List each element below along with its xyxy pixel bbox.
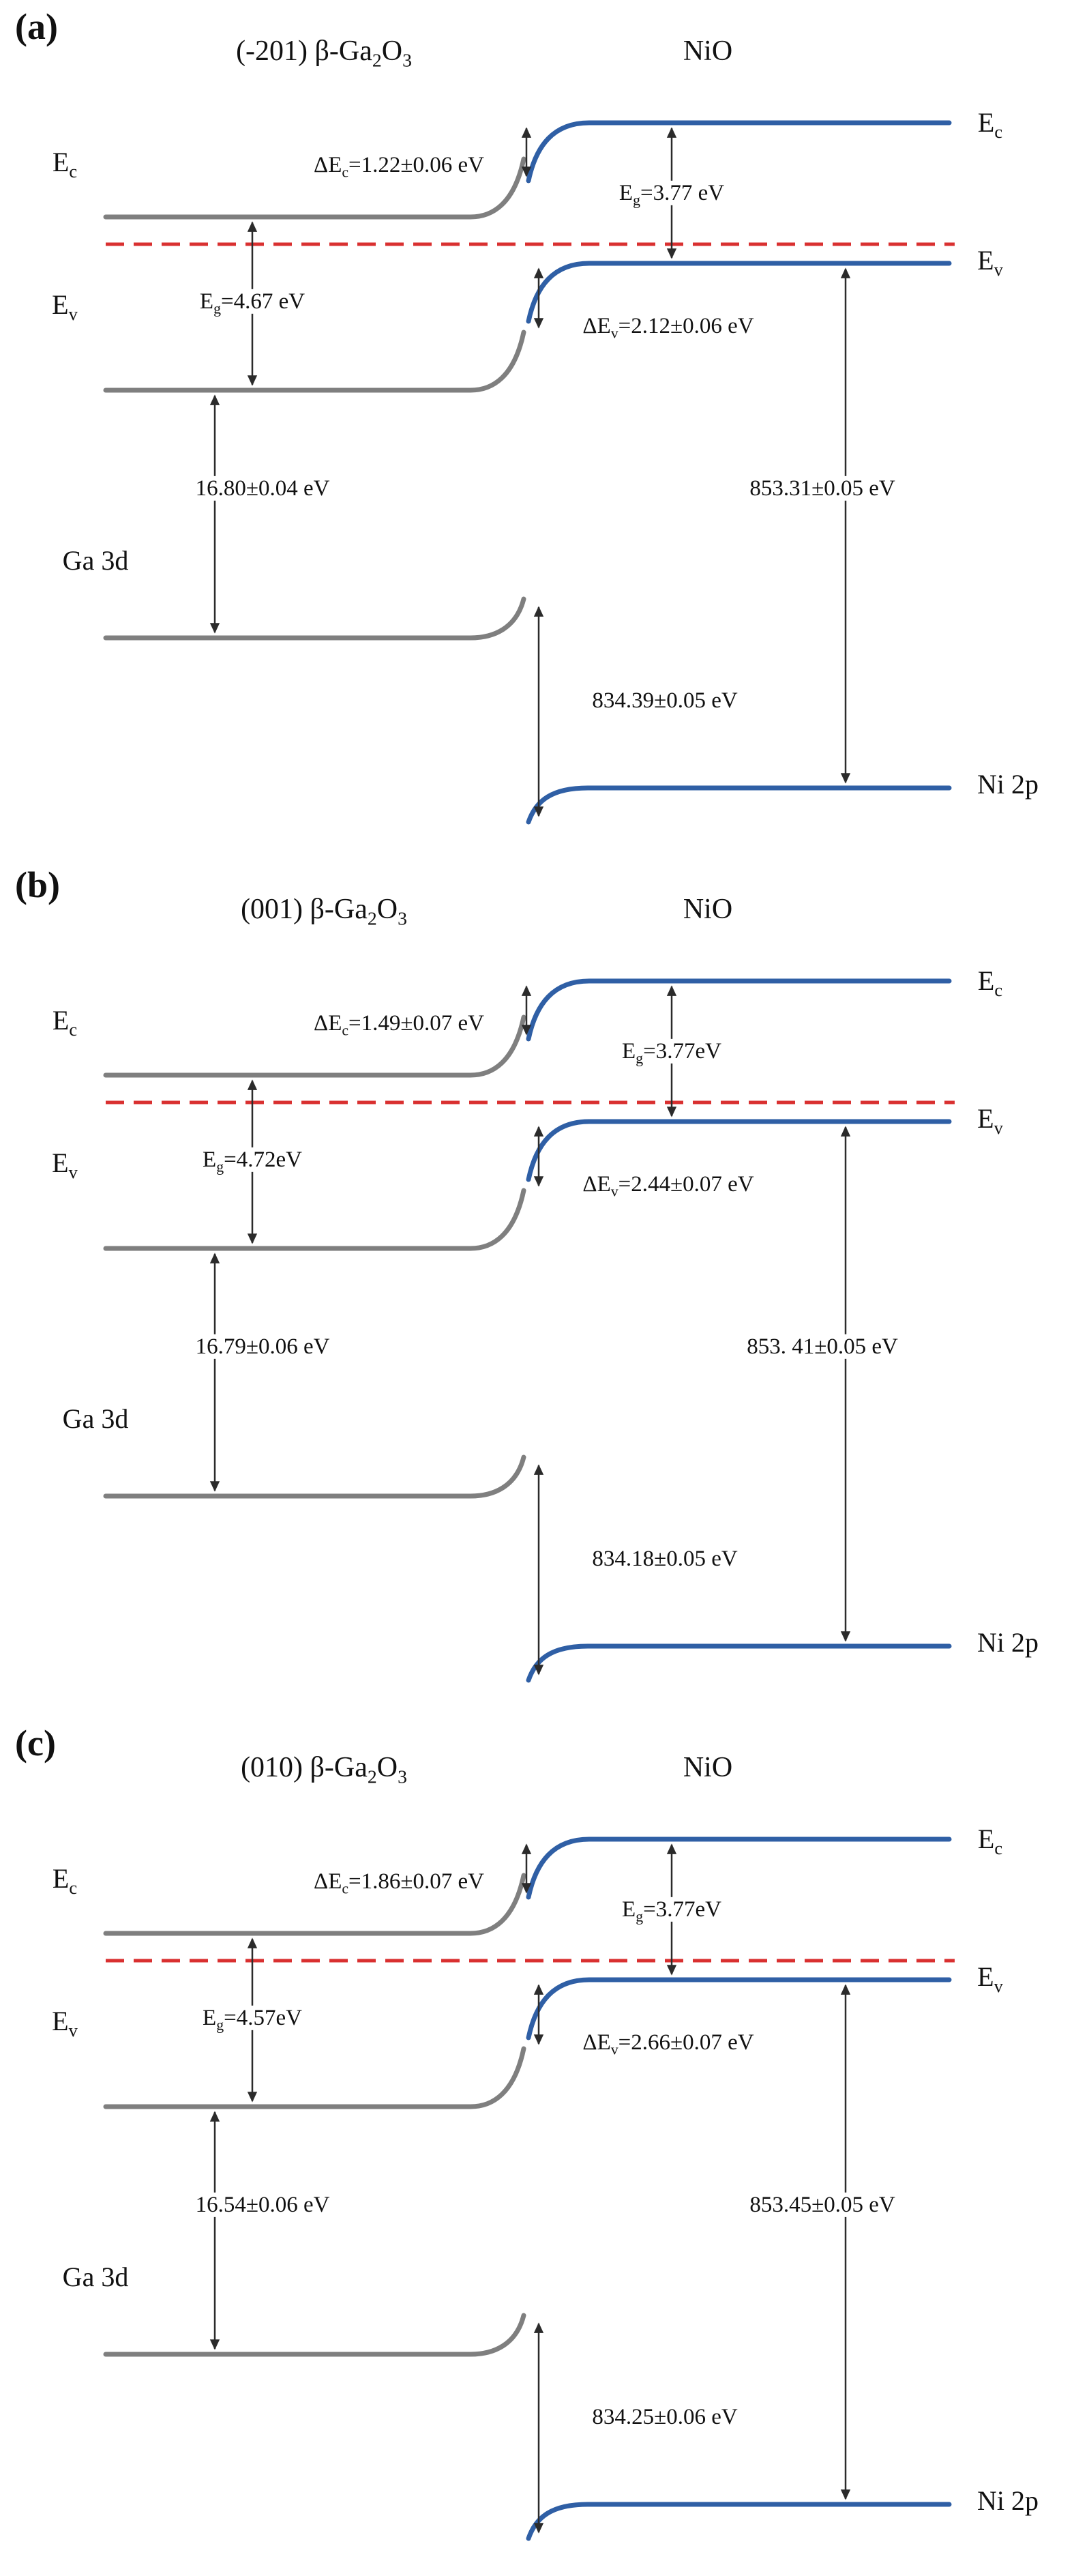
band-diagram bbox=[106, 123, 955, 822]
panel-letter: (a) bbox=[15, 6, 58, 47]
nio-title: NiO bbox=[683, 1751, 733, 1783]
eg-nio-value: Eg=3.77eV bbox=[616, 1038, 727, 1066]
band-diagram bbox=[106, 1839, 955, 2538]
delta-ev-value: ΔEv=2.66±0.07 eV bbox=[577, 2030, 760, 2057]
eg-nio-value: Eg=3.77eV bbox=[616, 1897, 727, 1924]
nio-ev-label: Ev bbox=[977, 1961, 1003, 1996]
interface-core-gap-value: 834.25±0.06 eV bbox=[586, 2404, 743, 2430]
nio-ec-label: Ec bbox=[977, 965, 1003, 1000]
band-diagram bbox=[106, 981, 955, 1680]
ni2p-to-ev-value: 853. 41±0.05 eV bbox=[741, 1334, 904, 1360]
panel-letter: (b) bbox=[15, 864, 60, 905]
ni2p-to-ev-value: 853.31±0.05 eV bbox=[744, 475, 901, 501]
nio-ec-label: Ec bbox=[977, 1824, 1003, 1858]
nio-title: NiO bbox=[683, 35, 733, 67]
delta-ev-value: ΔEv=2.44±0.07 eV bbox=[577, 1171, 760, 1199]
ga3d-to-ev-value: 16.54±0.06 eV bbox=[190, 2192, 335, 2218]
ga3d-to-ev-value: 16.79±0.06 eV bbox=[190, 1334, 335, 1360]
ga3d-label: Ga 3d bbox=[62, 2262, 129, 2292]
band-diagram-svg bbox=[0, 858, 1074, 1716]
nio-ec-label: Ec bbox=[977, 107, 1003, 142]
eg-ga2o3-value: Eg=4.72eV bbox=[197, 1147, 308, 1174]
nio-title: NiO bbox=[683, 893, 733, 925]
ni2p-label: Ni 2p bbox=[977, 769, 1039, 800]
nio-ev-label: Ev bbox=[977, 245, 1003, 280]
delta-ev-value: ΔEv=2.12±0.06 eV bbox=[577, 313, 760, 340]
ga3d-label: Ga 3d bbox=[62, 1403, 129, 1434]
panel-a: (a) (-201) β-Ga2O3 NiO Ec Ev Ec Ev Ga 3d… bbox=[0, 0, 1074, 858]
ga2o3-ev-label: Ev bbox=[52, 1147, 78, 1182]
ga2o3-title: (-201) β-Ga2O3 bbox=[236, 35, 412, 71]
eg-nio-value: Eg=3.77 eV bbox=[613, 180, 730, 207]
interface-core-gap-value: 834.39±0.05 eV bbox=[586, 688, 743, 714]
ga2o3-ev-label: Ev bbox=[52, 2006, 78, 2040]
panel-c: (c) (010) β-Ga2O3 NiO Ec Ev Ec Ev Ga 3d … bbox=[0, 1716, 1074, 2576]
eg-ga2o3-value: Eg=4.57eV bbox=[197, 2005, 308, 2032]
panel-b: (b) (001) β-Ga2O3 NiO Ec Ev Ec Ev Ga 3d … bbox=[0, 858, 1074, 1716]
delta-ec-value: ΔEc=1.22±0.06 eV bbox=[308, 152, 490, 179]
delta-ec-value: ΔEc=1.86±0.07 eV bbox=[308, 1869, 490, 1896]
ga2o3-title: (010) β-Ga2O3 bbox=[241, 1751, 407, 1787]
interface-core-gap-value: 834.18±0.05 eV bbox=[586, 1546, 743, 1572]
panel-letter: (c) bbox=[15, 1723, 56, 1763]
ga2o3-ec-label: Ec bbox=[52, 1863, 78, 1898]
eg-ga2o3-value: Eg=4.67 eV bbox=[194, 289, 311, 316]
delta-ec-value: ΔEc=1.49±0.07 eV bbox=[308, 1010, 490, 1038]
nio-ev-label: Ev bbox=[977, 1103, 1003, 1138]
ga3d-to-ev-value: 16.80±0.04 eV bbox=[190, 475, 335, 501]
ga2o3-ec-label: Ec bbox=[52, 147, 78, 181]
ni2p-label: Ni 2p bbox=[977, 2485, 1039, 2516]
ga2o3-ec-label: Ec bbox=[52, 1005, 78, 1040]
ga3d-label: Ga 3d bbox=[62, 545, 129, 576]
band-diagram-svg bbox=[0, 1716, 1074, 2575]
ni2p-label: Ni 2p bbox=[977, 1627, 1039, 1658]
ga2o3-title: (001) β-Ga2O3 bbox=[241, 893, 407, 929]
ni2p-to-ev-value: 853.45±0.05 eV bbox=[744, 2192, 901, 2218]
ga2o3-ev-label: Ev bbox=[52, 289, 78, 324]
band-diagram-svg bbox=[0, 0, 1074, 858]
